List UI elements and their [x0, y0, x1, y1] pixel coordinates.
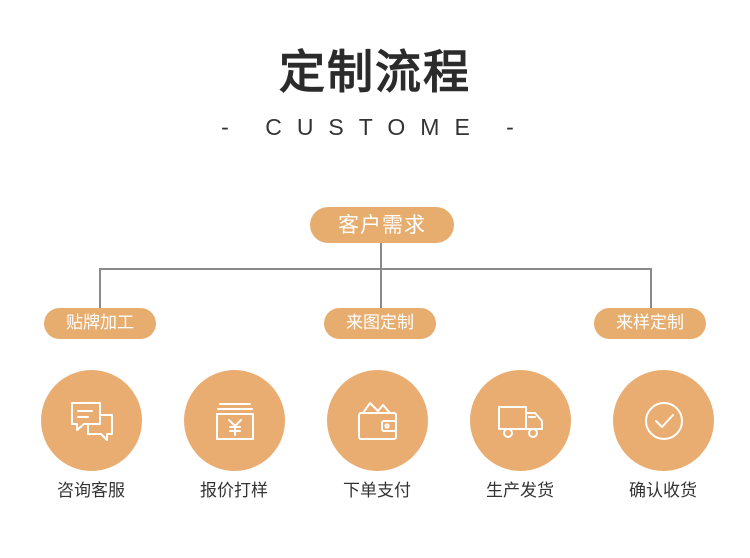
- branch-node-drawing: 来图定制: [324, 308, 436, 339]
- step-circle-receive: [613, 370, 714, 471]
- branch-node-oem: 贴牌加工: [44, 308, 156, 339]
- yen-price-icon: [215, 402, 254, 440]
- step-label-ship: 生产发货: [486, 481, 554, 501]
- step-circle-consult: [41, 370, 142, 471]
- check-circle-icon: [644, 401, 683, 440]
- step-label-quote: 报价打样: [200, 481, 268, 501]
- connector-left-down: [99, 268, 101, 309]
- connector-right-down: [650, 268, 652, 309]
- root-node: 客户需求: [310, 207, 454, 243]
- step-circle-ship: [470, 370, 571, 471]
- step-label-receive: 确认收货: [629, 481, 697, 501]
- branch-node-sample: 来样定制: [594, 308, 706, 339]
- page-subtitle: - CUSTOME -: [221, 114, 529, 140]
- connector-root-down: [380, 243, 382, 309]
- chat-icon: [70, 401, 113, 441]
- step-circle-quote: [184, 370, 285, 471]
- wallet-icon: [357, 401, 397, 440]
- truck-icon: [497, 405, 543, 438]
- step-label-consult: 咨询客服: [57, 481, 125, 501]
- connector-horizontal: [99, 268, 652, 270]
- step-label-pay: 下单支付: [343, 481, 411, 501]
- page-title: 定制流程: [279, 45, 471, 99]
- step-circle-pay: [327, 370, 428, 471]
